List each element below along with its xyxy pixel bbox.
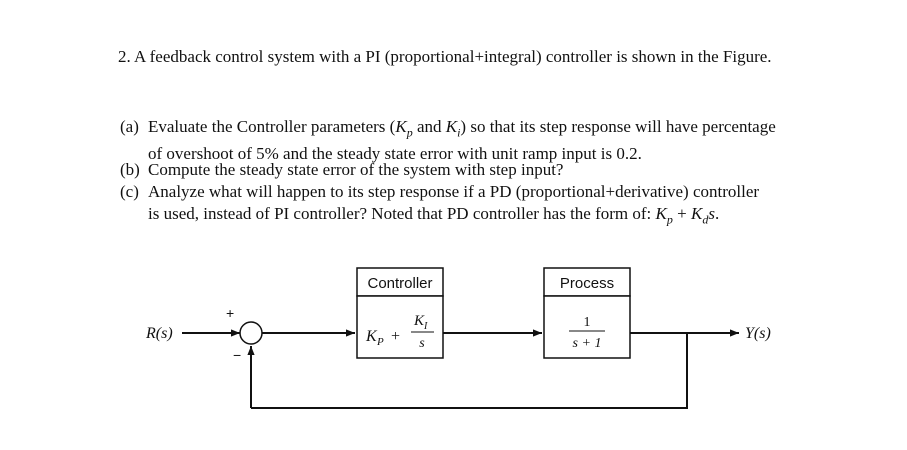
part-c-text-2: is used, instead of PI controller? Noted… — [148, 204, 656, 223]
controller-plus: + — [391, 328, 400, 345]
part-b-text: Compute the steady state error of the sy… — [148, 160, 564, 179]
part-a-text-2: ) so that its step response will have pe… — [460, 117, 776, 136]
controller-den: s — [419, 336, 425, 351]
part-a-label: (a) — [120, 117, 139, 136]
part-c: (c) Analyze what will happen to its step … — [120, 181, 860, 230]
plus-sign: + — [226, 305, 234, 321]
controller-kp-sub: P — [376, 336, 384, 348]
input-label: R(s) — [145, 325, 173, 342]
question-intro: 2. A feedback control system with a PI (… — [118, 47, 772, 66]
part-b: (b) Compute the steady state error of the… — [120, 159, 860, 181]
part-c-label: (c) — [120, 182, 139, 201]
summing-junction — [239, 321, 263, 345]
process-den: s + 1 — [573, 336, 602, 351]
part-b-label: (b) — [120, 160, 140, 179]
part-a: (a)Evaluate the Controller parameters (K… — [120, 116, 860, 165]
minus-sign: − — [233, 347, 241, 363]
controller-num: K — [413, 313, 425, 329]
process-num: 1 — [584, 315, 591, 330]
controller-title-box — [356, 267, 444, 297]
controller-box — [356, 295, 444, 359]
pd-form: Kp + Kds — [655, 204, 715, 227]
part-c-text-1: Analyze what will happen to its step res… — [148, 182, 760, 201]
controller-num-sub: I — [423, 321, 428, 332]
ki-symbol: Ki — [445, 117, 461, 140]
process-box — [543, 295, 631, 359]
controller-kp: K — [365, 328, 378, 345]
part-c-end: . — [714, 204, 720, 223]
part-a-text-1: Evaluate the Controller parameters ( — [148, 117, 396, 136]
output-label: Y(s) — [745, 325, 771, 342]
part-a-text-3: of overshoot of 5% and the steady state … — [148, 144, 642, 164]
kp-symbol: Kp — [395, 117, 413, 140]
process-title: Process — [560, 275, 614, 292]
feedback-path — [251, 333, 688, 409]
part-a-and: and — [412, 117, 446, 136]
controller-title: Controller — [367, 275, 432, 292]
